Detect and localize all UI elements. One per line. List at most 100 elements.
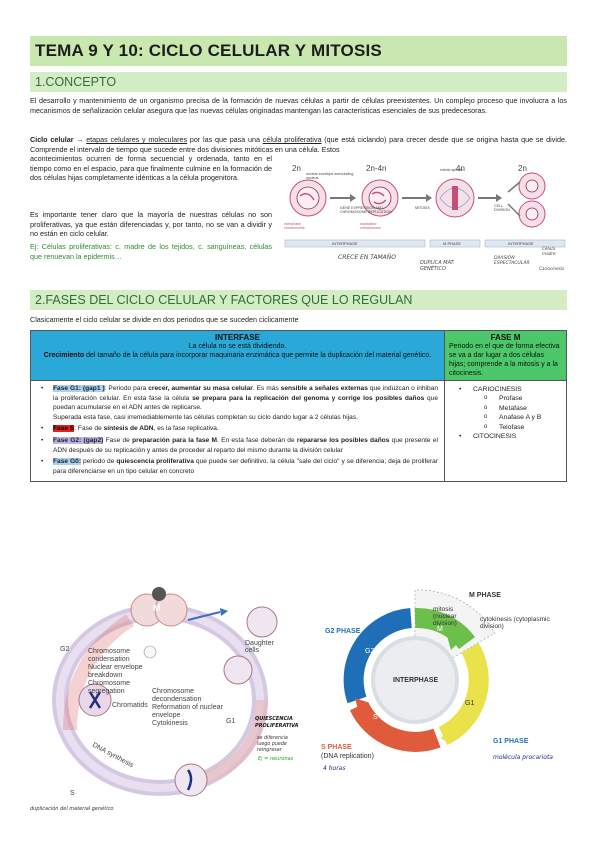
label-spindle: mitotic spindle xyxy=(440,168,463,172)
list-item-g1: Fase G1: (gap1 ): Periodo para crecer, a… xyxy=(35,384,438,422)
fig-left-decondensation: Chromosome decondensation xyxy=(152,688,202,703)
fig-left-hand-diferencia: se diferencia xyxy=(257,736,288,741)
interfase-title: INTERFASE xyxy=(215,333,260,342)
g2-text-d: repararse los posibles daños xyxy=(296,436,390,444)
fig-right-m-phase: M PHASE xyxy=(469,592,501,599)
g1-text-b: crecer, aumentar su masa celular xyxy=(148,385,253,392)
definition-cell: célula proliferativa xyxy=(262,135,322,144)
cell-cycle-diagram-svg xyxy=(284,172,566,248)
g1-text-d: sensible a señales externas xyxy=(280,385,368,392)
table-body-row: Fase G1: (gap1 ): Periodo para crecer, a… xyxy=(30,379,567,483)
fig-left-hand-neuronas: Ej = neuronas xyxy=(258,756,294,762)
g1-text-f: se prepara para la replicación del genom… xyxy=(192,394,425,402)
tag-g2: Fase G2: (gap2) xyxy=(53,436,104,444)
section-2-bar: 2.FASES DEL CICLO CELULAR Y FACTORES QUE… xyxy=(30,290,567,310)
bar-interphase-a: INTERPHASE xyxy=(332,241,358,246)
g1-text-a: : Periodo para xyxy=(104,385,149,392)
definition-paragraph: Ciclo celular → etapas celulares y molec… xyxy=(30,135,567,154)
fig-left-cytokinesis: Cytokinesis xyxy=(152,720,188,727)
fig-left-process-list-a: Chromosome condensation Nuclear envelope… xyxy=(88,648,158,696)
fig-left-g2: G2 xyxy=(60,646,70,653)
fig-left-reformation: Reformation of nuclear envelope xyxy=(152,704,223,719)
interfase-desc-bold: Crecimiento xyxy=(43,352,85,359)
label-cell-division: CELL DIVISION xyxy=(494,204,510,212)
tag-g0: Fase G0: xyxy=(53,458,82,466)
interfase-description: Crecimiento del tamaño de la célula para… xyxy=(35,351,440,360)
handwritten-duplica: DUPLICA MAT. GENÉTICO xyxy=(420,260,455,272)
fig-right-g2: G2 xyxy=(365,648,375,655)
cell-cycle-diagram: 2n 2n-4n 4n 2n nuclear envelope surround… xyxy=(280,160,567,278)
title-bar: TEMA 9 Y 10: CICLO CELULAR Y MITOSIS xyxy=(30,36,567,66)
section-2-heading: 2.FASES DEL CICLO CELULAR Y FACTORES QUE… xyxy=(35,293,413,307)
cycle-figure-right-svg xyxy=(343,589,496,752)
interfase-phases-cell: Fase G1: (gap1 ): Periodo para crecer, a… xyxy=(30,379,445,483)
s-text-c: , es la fase replicativa. xyxy=(153,425,219,433)
fig-right-interphase: INTERPHASE xyxy=(393,677,439,684)
g1-text-c: . Es más xyxy=(252,385,281,392)
bar-m-phase: M PHASE xyxy=(443,241,462,246)
fig-left-hand-reingresar: luego puede reingresar xyxy=(257,742,287,753)
interfase-header: INTERFASE La célula no se está dividiend… xyxy=(30,330,445,381)
label-nuclear-envelope: nuclear envelope surrounding nucleus xyxy=(306,172,354,180)
label-mitosis: MITOSIS xyxy=(415,206,430,210)
fase-m-list-item: CARIOCINESIS xyxy=(451,385,560,395)
interfase-desc-text: del tamaño de la célula para incorporar … xyxy=(84,352,432,359)
g2-text-c: . En esta fase deberán de xyxy=(216,436,297,444)
fig-left-hand-notes: se diferencia luego puede reingresar xyxy=(257,736,312,754)
phases-table: INTERFASE La célula no se está dividiend… xyxy=(30,330,567,483)
sequence-paragraph: acontecimientos ocurren de forma secuenc… xyxy=(30,154,272,183)
fig-right-g2-phase: G2 PHASE xyxy=(325,628,361,635)
s-text-b: síntesis de ADN xyxy=(103,425,154,433)
fig-left-daughter: Daughter cells xyxy=(245,640,274,654)
fig-left-process-list-b: Chromosome decondensation Reformation of… xyxy=(152,688,232,728)
g2-text-e: que presente el ADN después de su replic… xyxy=(53,436,438,454)
fig-right-s-phase: S PHASE xyxy=(321,744,352,751)
g1-text-g: que puedan acumularse en el ADN antes de… xyxy=(53,394,439,412)
cycle-figure-left-svg xyxy=(52,587,278,797)
handwritten-crece: CRECE EN TAMAÑO xyxy=(338,254,396,261)
fig-left-hand-duplicacion: duplicación del material genético xyxy=(30,806,114,812)
label-4n: 4n xyxy=(456,164,465,173)
handwritten-cariocinesis: Cariocinesis xyxy=(539,266,565,271)
g2-text-b: preparación para la fase M xyxy=(132,436,217,444)
g2-text-a: Fase de xyxy=(103,436,133,444)
handwritten-celula-madre: Célula madre xyxy=(542,246,556,256)
fig-right-mitosis: mitosis (nuclear division) xyxy=(433,606,457,627)
page-title: TEMA 9 Y 10: CICLO CELULAR Y MITOSIS xyxy=(35,41,382,60)
fig-right-dna-replication: (DNA replication) xyxy=(321,753,374,760)
fig-right-s: S xyxy=(373,714,378,721)
fig-left-segregation: Chromosome segregation xyxy=(88,680,131,695)
label-duplicated-chromosome: duplicated chromosome xyxy=(360,222,381,230)
section-1-bar: 1.CONCEPTO xyxy=(30,72,567,92)
intro-paragraph: El desarrollo y mantenimiento de un orga… xyxy=(30,96,567,115)
list-item-s: Fase S: Fase de síntesis de ADN, es la f… xyxy=(35,424,438,434)
g1-text-h: Superada esta fase, casi irremediablemen… xyxy=(53,413,358,421)
interfase-subtitle: La célula no se está dividiendo. xyxy=(188,343,287,350)
note-paragraph: Es importante tener claro que la mayoría… xyxy=(30,210,272,239)
fig-left-chromatids: Chromatids xyxy=(112,702,148,709)
cell-cycle-figure-left: M G2 G1 Daughter cells Chromosome conden… xyxy=(30,580,320,820)
tag-g1: Fase G1: (gap1 ) xyxy=(53,385,105,392)
cell-cycle-figure-right: M PHASE mitosis (nuclear division) cytok… xyxy=(315,588,580,788)
fig-left-breakdown: Nuclear envelope breakdown xyxy=(88,664,143,679)
fase-m-list-cell: CARIOCINESISProfaseMetafaseAnafase A y B… xyxy=(444,379,567,483)
label-gene-expression: GENE EXPRESSION AND CHROMOSOME REPLICATI… xyxy=(340,206,392,214)
fase-m-list-item: Telofase xyxy=(451,423,560,433)
fig-right-cytokinesis: cytokinesis (cytoplasmic division) xyxy=(480,616,550,630)
label-2n-a: 2n xyxy=(292,164,301,173)
fase-m-list: CARIOCINESISProfaseMetafaseAnafase A y B… xyxy=(445,381,566,445)
fase-m-list-item: CITOCINESIS xyxy=(451,432,560,442)
table-header-row: INTERFASE La célula no se está dividiend… xyxy=(30,330,567,381)
fase-m-header: FASE M Periodo en el que de forma efecti… xyxy=(444,330,567,381)
fase-m-title: FASE M xyxy=(490,333,521,342)
fase-m-list-item: Anafase A y B xyxy=(451,413,560,423)
fig-left-g1: G1 xyxy=(226,718,236,725)
fig-right-hand-procariota: molécula procariota xyxy=(493,754,553,761)
label-2n-b: 2n xyxy=(518,164,527,173)
fig-left-hand-quiescence: QUIESCENCIA PROLIFERATIVA xyxy=(255,716,299,729)
tag-s: Fase S xyxy=(53,425,75,433)
arrow-glyph: → xyxy=(76,135,84,144)
fig-left-condensation: Chromosome condensation xyxy=(88,648,131,663)
g0-text-a: periodo de xyxy=(81,458,117,466)
fase-m-list-item: Profase xyxy=(451,394,560,404)
